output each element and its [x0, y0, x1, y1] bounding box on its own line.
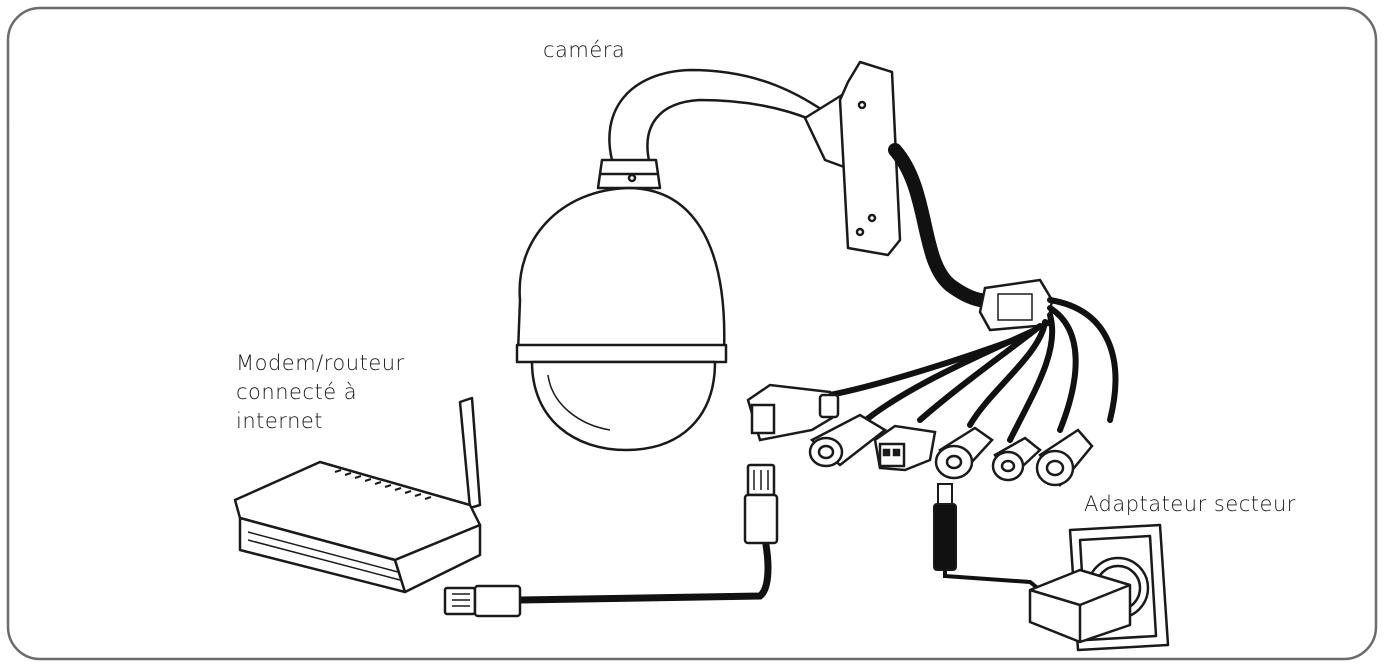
ptz-dome-camera-icon	[515, 60, 902, 452]
bnc-connector-b	[991, 436, 1042, 482]
dc-plug	[933, 483, 957, 571]
wifi-router-icon	[233, 396, 482, 594]
modem-router-label: Modem/routeur connecté à internet	[236, 349, 405, 436]
rj45-port-connector	[746, 383, 840, 442]
modem-label-line-1: Modem/routeur	[236, 351, 405, 375]
dc-power-connector	[934, 426, 994, 480]
modem-label-line-3: internet	[236, 409, 324, 433]
power-adapter-outlet-icon	[1028, 523, 1170, 652]
bnc-connector-a	[808, 413, 888, 468]
bnc-connector-c	[1035, 428, 1094, 488]
rj45-connector-vertical-icon	[743, 463, 779, 545]
camera-label: caméra	[543, 38, 626, 62]
modem-label-line-2: connecté à	[236, 380, 358, 404]
fanout-cables	[827, 297, 1119, 443]
harness-splitter	[978, 278, 1054, 332]
terminal-block-connector	[873, 424, 937, 472]
adapter-cable	[943, 570, 1042, 592]
rj45-connector-icon	[443, 584, 522, 618]
ethernet-cable	[516, 541, 772, 604]
power-adapter-label: Adaptateur secteur	[1084, 492, 1296, 516]
